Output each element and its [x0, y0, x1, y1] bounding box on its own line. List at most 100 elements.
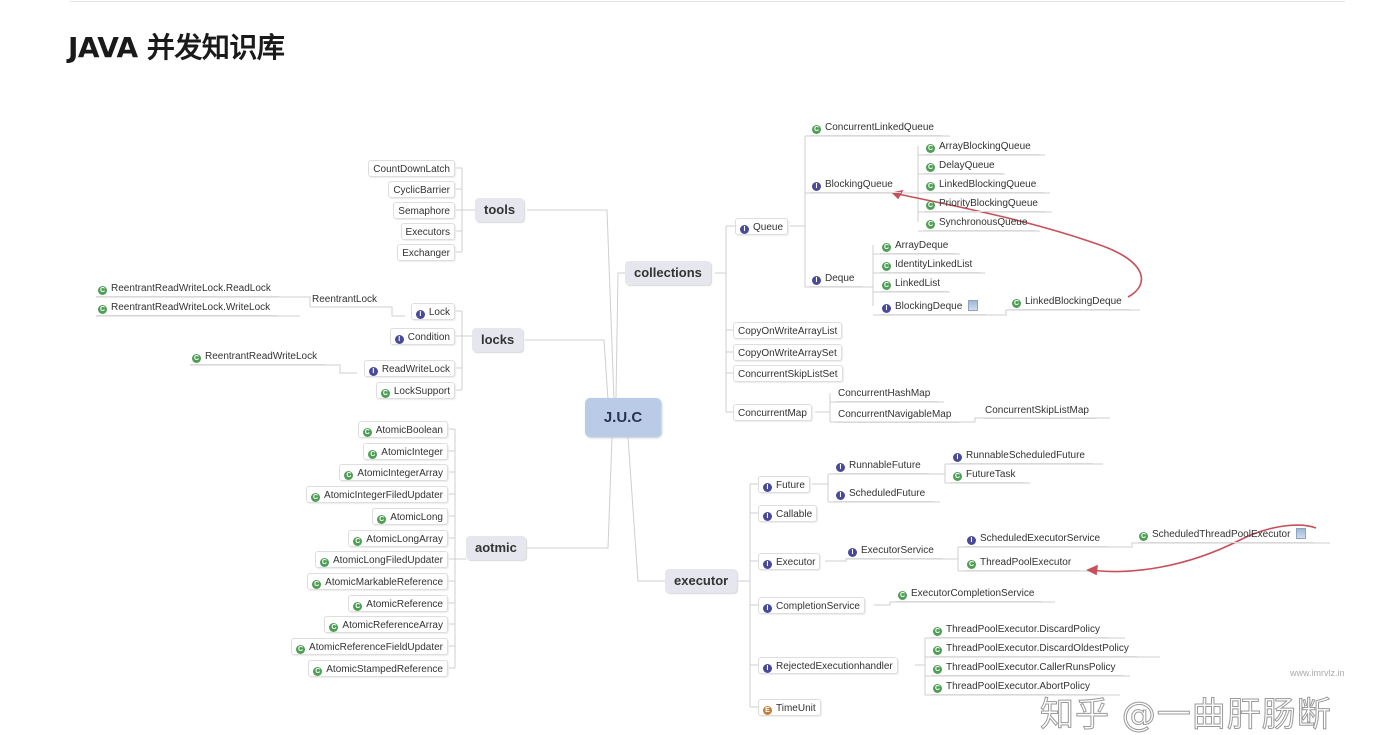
center-node-juc[interactable]: J.U.C [585, 398, 661, 437]
node-label: AtomicMarkableReference [325, 576, 443, 588]
blocking-queue-impl[interactable]: C ArrayBlockingQueue [924, 138, 1039, 155]
collection-item[interactable]: CopyOnWriteArrayList [733, 321, 843, 339]
class-icon: C [313, 666, 323, 676]
tools-item[interactable]: Semaphore [393, 201, 455, 219]
class-icon: C [380, 388, 390, 398]
branch-atomic[interactable]: aotmic [466, 536, 526, 560]
node-label: AtomicBoolean [375, 424, 443, 436]
node-label: BlockingDeque [895, 300, 963, 312]
concurrent-map-child[interactable]: ConcurrentNavigableMap [836, 406, 960, 423]
completion-service-impl[interactable]: C ExecutorCompletionService [896, 585, 1043, 602]
node-label: executor [674, 573, 729, 588]
node-label: AtomicReferenceFieldUpdater [309, 641, 443, 653]
node-label: CyclicBarrier [393, 184, 450, 196]
lock-impl-label[interactable]: ReentrantLock [310, 291, 379, 308]
branch-tools[interactable]: tools [475, 198, 525, 222]
tools-item[interactable]: Exchanger [397, 243, 455, 261]
collection-item[interactable]: ConcurrentSkipListSet [733, 364, 843, 382]
node-label: LinkedList [895, 277, 941, 289]
class-icon: C [926, 143, 935, 153]
node-label: DelayQueue [939, 159, 995, 171]
node-label: ThreadPoolExecutor.AbortPolicy [946, 680, 1090, 692]
concurrent-map-child[interactable]: ConcurrentHashMap [836, 385, 939, 402]
class-icon: C [368, 449, 378, 459]
enum-icon: E [763, 705, 772, 715]
class-icon: C [898, 590, 907, 600]
interface-icon: I [763, 663, 772, 673]
node-label: AtomicIntegerArray [357, 467, 443, 479]
tools-item[interactable]: CyclicBarrier [388, 180, 455, 198]
deque-impl[interactable]: C LinkedList [880, 275, 949, 292]
site-watermark: www.imrvlz.in [1290, 668, 1345, 678]
collection-item[interactable]: CopyOnWriteArraySet [733, 343, 842, 361]
interface-icon: I [812, 275, 821, 285]
class-icon: C [353, 601, 363, 611]
class-icon: C [882, 280, 891, 290]
collection-item[interactable]: ConcurrentMap [733, 403, 812, 421]
node-label: ExecutorCompletionService [911, 587, 1035, 599]
branch-executor[interactable]: executor [665, 569, 738, 593]
node-label: ArrayBlockingQueue [939, 140, 1031, 152]
node-label: AtomicLong [390, 511, 443, 523]
branch-locks[interactable]: locks [472, 328, 524, 352]
node-label: AtomicInteger [381, 446, 443, 458]
node-label: ReentrantReadWriteLock [205, 350, 318, 362]
branch-collections[interactable]: collections [625, 261, 711, 285]
node-label: CopyOnWriteArrayList [738, 325, 838, 337]
tools-item[interactable]: CountDownLatch [368, 159, 455, 177]
class-icon: C [353, 536, 363, 546]
navigable-map-impl[interactable]: ConcurrentSkipListMap [983, 402, 1097, 419]
node-label: tools [484, 202, 516, 217]
tools-item[interactable]: Executors [400, 222, 455, 240]
